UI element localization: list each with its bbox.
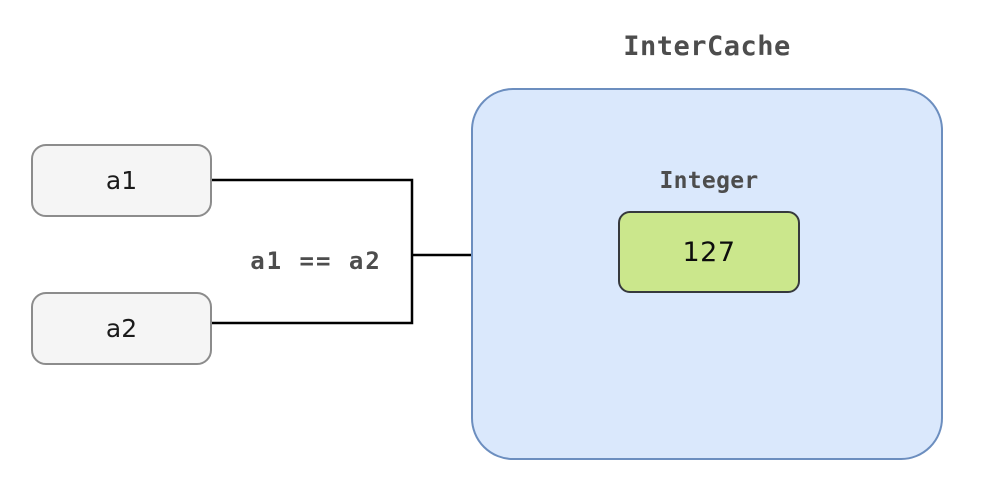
variable-label-a2: a2 bbox=[105, 314, 138, 343]
integer-group-label: Integer bbox=[659, 168, 759, 194]
cached-value-label: 127 bbox=[682, 236, 736, 268]
variable-box-a2: a2 bbox=[31, 292, 212, 365]
cache-title: InterCache bbox=[623, 31, 791, 62]
variable-box-a1: a1 bbox=[31, 144, 212, 217]
cached-value-node: 127 bbox=[618, 211, 800, 293]
comparison-edge-label: a1 == a2 bbox=[250, 247, 382, 275]
variable-label-a1: a1 bbox=[105, 166, 138, 195]
